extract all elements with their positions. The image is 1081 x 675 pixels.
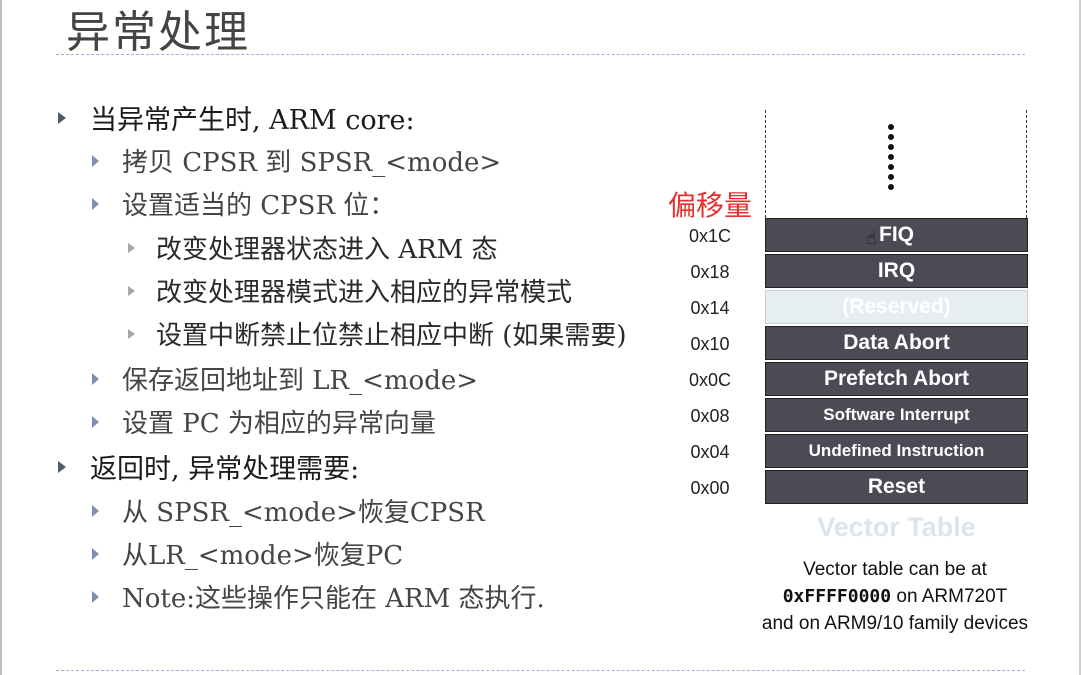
slide-title: 异常处理 [66, 7, 250, 58]
offset-address: 0x00 [690, 478, 730, 498]
vector-table-row: IRQ [765, 254, 1028, 288]
memory-left-dashed-line [765, 110, 766, 218]
bullet-arrow-icon [58, 460, 66, 473]
memory-right-dashed-line [1026, 110, 1027, 218]
offset-address: 0x14 [690, 298, 730, 318]
bullet-arrow-icon [128, 242, 135, 253]
vector-table-row: Data Abort [765, 326, 1028, 360]
bullet-text: 改变处理器状态进入 ARM 态 [156, 235, 498, 265]
bullet-text: 返回时, 异常处理需要: [90, 454, 360, 485]
bullet-item: 从 SPSR_<mode>恢复CPSR [92, 492, 485, 529]
vector-table-row-reserved: (Reserved) [765, 290, 1028, 324]
bullet-text: 从LR_<mode>恢复PC [122, 541, 404, 571]
bullet-item: Note:这些操作只能在 ARM 态执行. [92, 578, 545, 615]
bullet-item: 改变处理器状态进入 ARM 态 [128, 229, 498, 266]
bullet-text: 改变处理器模式进入相应的异常模式 [156, 278, 573, 308]
bullet-item: 保存返回地址到 LR_<mode> [92, 360, 479, 397]
bullet-arrow-icon [128, 285, 135, 296]
offset-address: 0x18 [690, 262, 730, 282]
bullet-arrow-icon [92, 415, 99, 428]
bullet-text: 当异常产生时, ARM core: [90, 105, 415, 136]
bullet-arrow-icon [128, 328, 135, 339]
vector-table-caption: Vector Table [817, 512, 976, 542]
offset-address: 0x0C [688, 370, 732, 390]
bullet-text: 拷贝 CPSR 到 SPSR_<mode> [122, 148, 502, 178]
note-line-3: and on ARM9/10 family devices [761, 613, 1029, 634]
bullet-text: 设置 PC 为相应的异常向量 [122, 409, 436, 439]
offset-address: 0x04 [690, 442, 730, 462]
vector-table-row: FIQ [765, 218, 1028, 252]
bullet-item: 返回时, 异常处理需要: [58, 447, 360, 486]
bullet-arrow-icon [58, 111, 66, 124]
slide-left-border [0, 0, 2, 675]
vector-table: FIQ IRQ (Reserved) Data Abort Prefetch A… [765, 218, 1028, 504]
bullet-text: 设置适当的 CPSR 位： [122, 191, 396, 221]
bullet-item: 当异常产生时, ARM core: [58, 98, 415, 137]
bullet-item: 从LR_<mode>恢复PC [92, 535, 404, 572]
bullet-arrow-icon [92, 547, 99, 560]
bullet-text: 保存返回地址到 LR_<mode> [122, 366, 479, 396]
bullet-item: 拷贝 CPSR 到 SPSR_<mode> [92, 142, 502, 179]
bullet-arrow-icon [92, 504, 99, 517]
vector-table-note: Vector table can be at 0xFFFF0000 on ARM… [740, 556, 1050, 637]
vector-table-row: Software Interrupt [765, 398, 1028, 432]
offset-address: 0x10 [690, 334, 730, 354]
vector-table-row: Prefetch Abort [765, 362, 1028, 396]
bullet-text: Note:这些操作只能在 ARM 态执行. [122, 584, 545, 614]
offset-address: 0x08 [690, 406, 730, 426]
bullet-text: 从 SPSR_<mode>恢复CPSR [122, 498, 485, 528]
footer-divider [56, 670, 1025, 671]
bullet-arrow-icon [92, 372, 99, 385]
offset-address: 0x1C [688, 226, 732, 246]
note-line-1: Vector table can be at [803, 559, 987, 580]
vector-table-row: Undefined Instruction [765, 434, 1028, 468]
note-line-2-suffix: on ARM720T [891, 586, 1008, 607]
note-address: 0xFFFF0000 [782, 586, 892, 607]
bullet-item: 设置适当的 CPSR 位： [92, 185, 396, 222]
bullet-arrow-icon [92, 590, 99, 603]
slide-right-border [1079, 0, 1081, 675]
bullet-text: 设置中断禁止位禁止相应中断 (如果需要) [156, 321, 627, 351]
title-divider [56, 54, 1025, 55]
ellipsis-dots-icon [888, 124, 894, 194]
bullet-item: 设置 PC 为相应的异常向量 [92, 403, 436, 440]
bullet-arrow-icon [92, 197, 99, 210]
note-line-2: 0xFFFF0000 on ARM720T [740, 583, 1050, 610]
bullet-arrow-icon [92, 154, 99, 167]
offset-label: 偏移量 [668, 189, 753, 222]
vector-table-row: Reset [765, 470, 1028, 504]
bullet-item: 设置中断禁止位禁止相应中断 (如果需要) [128, 315, 627, 352]
bullet-item: 改变处理器模式进入相应的异常模式 [128, 272, 573, 309]
hand-pointer-icon: ☝ [866, 228, 877, 249]
